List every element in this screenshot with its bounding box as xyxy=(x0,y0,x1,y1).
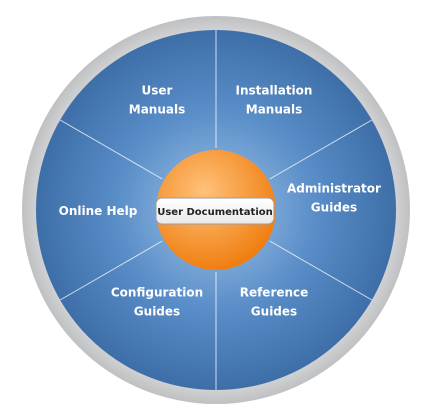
segment-divider xyxy=(269,240,373,301)
segment-label-line: User xyxy=(142,84,173,98)
segment-label-line: Guides xyxy=(311,201,357,215)
segment-label-line: Manuals xyxy=(129,103,185,117)
segment-label-line: Guides xyxy=(134,305,180,319)
segment-label-line: Reference xyxy=(240,286,309,300)
segment-divider xyxy=(59,119,163,180)
segment-label-online-help: Online Help xyxy=(59,204,138,218)
segment-label-line: Configuration xyxy=(111,286,203,300)
segment-dividers xyxy=(59,30,373,390)
segment-divider xyxy=(59,240,163,301)
segment-label-line: Installation xyxy=(236,84,313,98)
segment-label-line: Administrator xyxy=(287,182,381,196)
segment-label-line: Manuals xyxy=(246,103,302,117)
segment-label-line: Online Help xyxy=(59,204,138,218)
segment-label-line: Guides xyxy=(251,305,297,319)
center-label: User Documentation xyxy=(157,207,273,218)
center-label-box xyxy=(155,197,275,225)
segment-divider xyxy=(269,119,373,180)
